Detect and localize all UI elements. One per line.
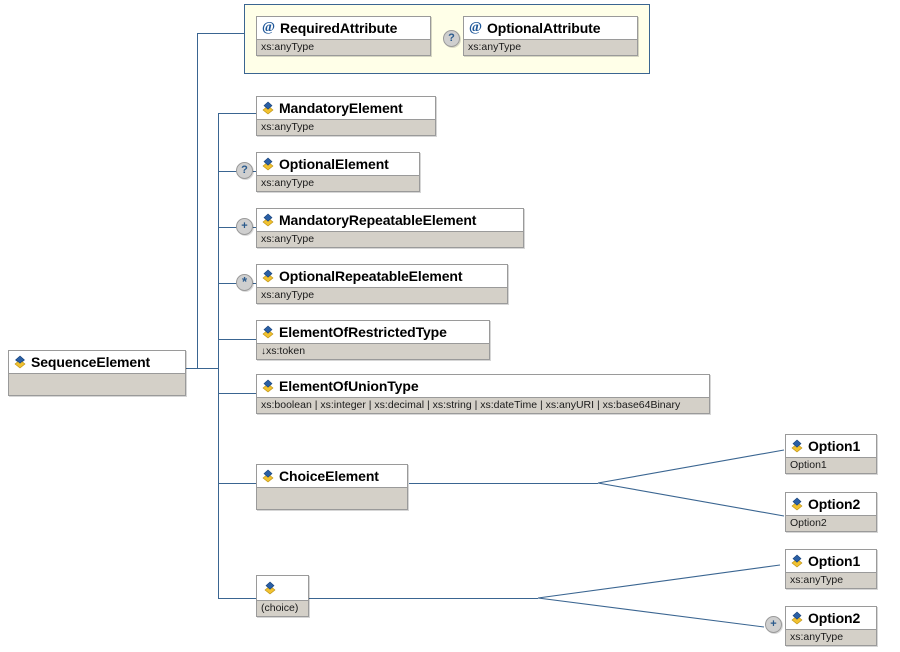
occurrence-marker-optional-attribute[interactable]: ? (443, 30, 460, 47)
element-type: xs:anyType (257, 119, 435, 135)
attribute-name-row: @ RequiredAttribute (257, 17, 430, 39)
element-name-row: ElementOfUnionType (257, 375, 709, 397)
element-type (257, 487, 407, 509)
connector-attribute-trunk (197, 33, 198, 369)
element-icon (261, 469, 275, 483)
element-name: Option2 (808, 496, 861, 512)
element-node-choice-element[interactable]: ChoiceElement (256, 464, 408, 510)
connector-branch-union (218, 393, 256, 394)
element-name-row: MandatoryRepeatableElement (257, 209, 523, 231)
option-node-choice-element-option2[interactable]: Option2 Option2 (785, 492, 877, 532)
element-type: xs:token (266, 345, 306, 357)
element-icon (261, 157, 275, 171)
element-icon (261, 213, 275, 227)
element-name-row: Option1 (786, 550, 876, 572)
element-node-optional-repeatable[interactable]: OptionalRepeatableElement xs:anyType (256, 264, 508, 304)
element-name: OptionalElement (279, 156, 389, 172)
element-type: Option1 (786, 457, 876, 473)
element-node-optional-element[interactable]: OptionalElement xs:anyType (256, 152, 420, 192)
attribute-name: OptionalAttribute (487, 20, 601, 36)
element-type: xs:boolean | xs:integer | xs:decimal | x… (257, 397, 709, 413)
root-type (9, 373, 185, 395)
choice-icon-row (257, 576, 308, 600)
element-icon (261, 269, 275, 283)
occurrence-marker-choice-group-option2[interactable]: + (765, 616, 782, 633)
connector-choice-group-fan (537, 564, 781, 628)
element-icon (790, 554, 804, 568)
element-icon (261, 101, 275, 115)
element-name-row: Option2 (786, 493, 876, 515)
element-icon (261, 325, 275, 339)
element-name: ElementOfRestrictedType (279, 324, 447, 340)
element-icon (13, 355, 27, 369)
element-name: Option1 (808, 438, 861, 454)
attribute-icon: @ (261, 19, 276, 35)
element-type-row: ↓xs:token (257, 343, 489, 359)
root-name: SequenceElement (31, 354, 151, 370)
element-name-row: ChoiceElement (257, 465, 407, 487)
element-icon (790, 439, 804, 453)
element-name: Option1 (808, 553, 861, 569)
element-name: OptionalRepeatableElement (279, 268, 463, 284)
connector-attribute-branch (197, 33, 251, 34)
connector-choice-group-stem (309, 598, 538, 599)
element-name-row: OptionalElement (257, 153, 419, 175)
element-type: xs:anyType (786, 629, 876, 645)
connector-branch-restricted (218, 339, 256, 340)
connector-element-trunk (218, 113, 219, 599)
element-name: Option2 (808, 610, 861, 626)
attribute-node-optional[interactable]: @ OptionalAttribute xs:anyType (463, 16, 638, 56)
element-icon (790, 611, 804, 625)
option-node-choice-group-option2[interactable]: Option2 xs:anyType (785, 606, 877, 646)
element-name: MandatoryElement (279, 100, 403, 116)
attribute-type: xs:anyType (464, 39, 637, 55)
element-name-row: Option2 (786, 607, 876, 629)
element-icon (790, 497, 804, 511)
element-node-mandatory-repeatable[interactable]: MandatoryRepeatableElement xs:anyType (256, 208, 524, 248)
attribute-name-row: @ OptionalAttribute (464, 17, 637, 39)
element-name: ElementOfUnionType (279, 378, 419, 394)
option-node-choice-group-option1[interactable]: Option1 xs:anyType (785, 549, 877, 589)
connector-choice-element-fan (597, 449, 785, 517)
root-name-row: SequenceElement (9, 351, 185, 373)
connector-root-to-trunks (197, 368, 219, 369)
element-name-row: Option1 (786, 435, 876, 457)
element-type: xs:anyType (257, 287, 507, 303)
element-icon (261, 379, 275, 393)
connector-choice-element-stem (409, 483, 598, 484)
connector-branch-choice-element (218, 483, 256, 484)
attribute-name: RequiredAttribute (280, 20, 398, 36)
occurrence-marker-optional-element[interactable]: ? (236, 162, 253, 179)
element-type: Option2 (786, 515, 876, 531)
connector-root-stub (186, 368, 198, 369)
connector-branch-choice-group (218, 598, 256, 599)
option-node-choice-element-option1[interactable]: Option1 Option1 (785, 434, 877, 474)
element-name-row: MandatoryElement (257, 97, 435, 119)
element-node-mandatory-element[interactable]: MandatoryElement xs:anyType (256, 96, 436, 136)
element-name: MandatoryRepeatableElement (279, 212, 477, 228)
attribute-node-required[interactable]: @ RequiredAttribute xs:anyType (256, 16, 431, 56)
attribute-icon: @ (468, 19, 483, 35)
element-node-restricted-type[interactable]: ElementOfRestrictedType ↓xs:token (256, 320, 490, 360)
connector-branch-mandatory-element (218, 113, 256, 114)
element-icon (263, 581, 277, 595)
restriction-arrow-icon: ↓ (261, 346, 266, 357)
choice-compositor-node[interactable]: (choice) (256, 575, 309, 617)
element-name-row: OptionalRepeatableElement (257, 265, 507, 287)
attribute-type: xs:anyType (257, 39, 430, 55)
occurrence-marker-optional-repeatable[interactable]: * (236, 274, 253, 291)
element-node-union-type[interactable]: ElementOfUnionType xs:boolean | xs:integ… (256, 374, 710, 414)
occurrence-marker-mandatory-repeatable[interactable]: + (236, 218, 253, 235)
root-node-sequence-element[interactable]: SequenceElement (8, 350, 186, 396)
element-type: xs:anyType (257, 231, 523, 247)
element-name: ChoiceElement (279, 468, 379, 484)
element-name-row: ElementOfRestrictedType (257, 321, 489, 343)
choice-label: (choice) (257, 600, 308, 616)
element-type: xs:anyType (257, 175, 419, 191)
element-type: xs:anyType (786, 572, 876, 588)
